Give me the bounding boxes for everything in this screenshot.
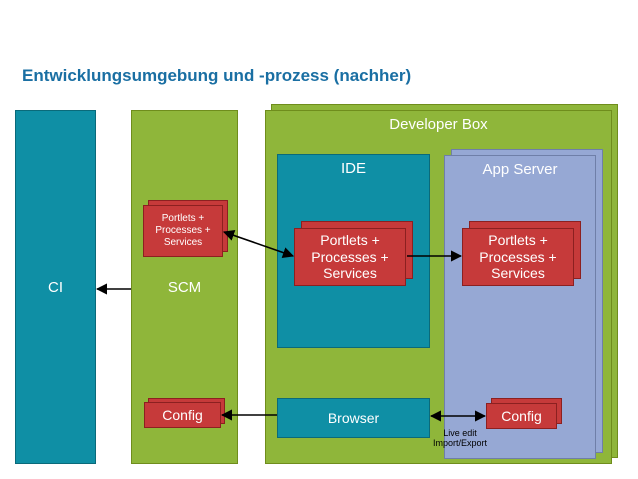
- app-server-label: App Server: [482, 161, 558, 178]
- ide-portlets-box: Portlets + Processes + Services: [294, 228, 406, 286]
- arrow-scm-ide-portlets: [222, 230, 295, 258]
- developer-box-label: Developer Box: [389, 116, 488, 133]
- scm-config-box: Config: [144, 402, 221, 428]
- scm-portlets-text: Portlets + Processes + Services: [155, 213, 211, 248]
- app-portlets-text: Portlets + Processes + Services: [479, 231, 557, 282]
- scm-portlets-box: Portlets + Processes + Services: [143, 205, 223, 257]
- scm-label: SCM: [167, 279, 202, 296]
- app-portlets-box: Portlets + Processes + Services: [462, 228, 574, 286]
- live-edit-annotation: Live edit Import/Export: [425, 428, 495, 449]
- app-config-box: Config: [486, 403, 557, 429]
- annotation-line-2: Import/Export: [432, 438, 488, 449]
- ci-label: CI: [48, 279, 63, 296]
- ide-label: IDE: [340, 160, 366, 177]
- browser-box: Browser: [277, 398, 430, 438]
- app-config-text: Config: [501, 407, 542, 424]
- browser-label: Browser: [327, 409, 380, 426]
- page-title: Entwicklungsumgebung und -prozess (nachh…: [22, 66, 412, 85]
- annotation-line-1: Live edit: [443, 428, 477, 438]
- ci-column: [15, 110, 96, 464]
- ide-portlets-text: Portlets + Processes + Services: [311, 231, 389, 282]
- scm-config-text: Config: [162, 406, 203, 423]
